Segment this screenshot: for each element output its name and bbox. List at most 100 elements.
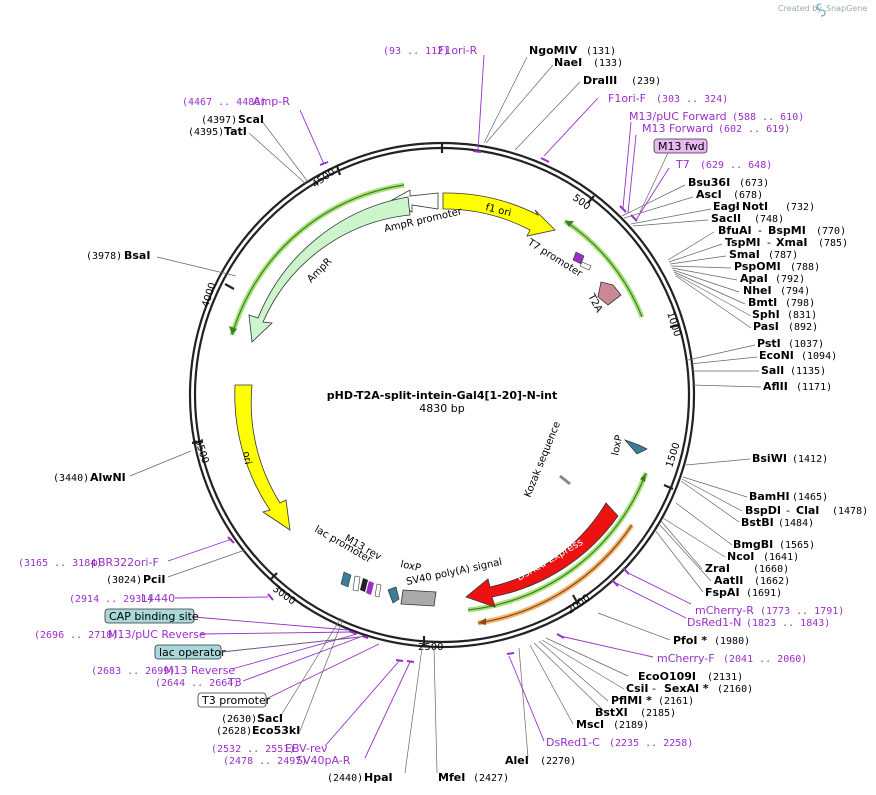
site-label: BamHI <box>749 490 790 503</box>
lac-operator-box[interactable]: lac operator <box>154 644 226 660</box>
sv40-arrow[interactable] <box>400 589 437 607</box>
site-label: ApaI <box>740 272 768 285</box>
site-pos: (4395) <box>188 127 224 138</box>
ruler-label-2000: 2000 <box>565 593 592 617</box>
site-pos: (792) <box>775 274 805 285</box>
site-label: SmaI <box>729 248 760 261</box>
site-pos: (770) <box>816 226 846 237</box>
site-label-2: BspMI <box>768 224 806 237</box>
lac-operator-label: lac operator <box>159 646 226 659</box>
site-label: NheI <box>743 284 772 297</box>
site-pos: (2628) <box>216 726 252 737</box>
site-label-2: ClaI <box>796 504 819 517</box>
lac-promoter-arrow[interactable] <box>340 571 352 588</box>
site-pos: (2440) <box>327 773 363 784</box>
primer-label: T7 <box>675 158 690 171</box>
site-label: BfuAI <box>718 224 752 237</box>
site-pos: (1662) <box>754 576 790 587</box>
site-label: Eco53kI <box>252 724 300 737</box>
primer-label: M13 Forward <box>642 122 713 135</box>
m13-fwd-box[interactable]: M13 fwd <box>653 138 708 154</box>
site-pos: (831) <box>787 310 817 321</box>
ampr-arrow[interactable] <box>248 196 411 343</box>
ori-arrow[interactable] <box>234 384 291 531</box>
ruler-label-3000: 3000 <box>270 584 297 608</box>
site-label: PflMI * <box>611 694 652 707</box>
site-label: NcoI <box>727 550 754 563</box>
site-label-2: XmaI <box>776 236 807 249</box>
primer-label: M13/pUC Forward <box>629 110 727 123</box>
snapgene-logo-icon <box>816 3 826 17</box>
site-pos: (239) <box>631 76 661 87</box>
site-label: SalI <box>761 364 784 377</box>
primer-label: F1ori-F <box>608 92 646 105</box>
site-label: PciI <box>143 573 165 586</box>
primer-pos: (93 .. 112) <box>383 46 449 57</box>
primer-pos: (2478 .. 2497) <box>223 756 307 767</box>
svg-text:-: - <box>767 236 771 249</box>
primer-label: DsRed1-N <box>687 616 741 629</box>
primer-pos: (2914 .. 2931) <box>69 594 153 605</box>
primer-label: DsRed1-C <box>546 736 600 749</box>
site-pos: (798) <box>785 298 815 309</box>
primer-pos: (2696 .. 2718) <box>34 630 118 641</box>
site-label: AflII <box>763 380 788 393</box>
lac-operator-marker[interactable] <box>360 578 368 592</box>
site-pos: (1478) <box>832 506 868 517</box>
site-label: MfeI <box>438 771 465 784</box>
loxp-left-arrow[interactable] <box>387 586 400 604</box>
credit-brand: SnapGene <box>826 4 867 13</box>
m13-rev-marker[interactable] <box>366 581 374 595</box>
primer-leader-lines <box>167 54 692 759</box>
primer-pos: (3165 .. 3184) <box>18 558 102 569</box>
primer-label: Amp-R <box>253 95 290 108</box>
site-pos: (131) <box>586 46 616 57</box>
plasmid-size: 4830 bp <box>419 402 464 415</box>
site-pos: (1660) <box>753 564 789 575</box>
site-pos: (748) <box>754 214 784 225</box>
site-pos: (2161) <box>658 696 694 707</box>
primer-label: mCherry-F <box>657 652 715 665</box>
kozak-label: Kozak sequence <box>523 420 563 499</box>
t2a-arrow[interactable] <box>597 281 622 306</box>
ruler-ticks <box>191 143 681 646</box>
site-pos: (1037) <box>788 339 824 350</box>
right-site-labels: NgoMIV (131) NaeI (133) DraIII (239) Bsu… <box>438 44 868 784</box>
svg-text:-: - <box>786 504 790 517</box>
primer-label: mCherry-R <box>695 604 754 617</box>
site-label: BstBI <box>741 516 774 529</box>
site-label: BsaI <box>124 249 150 262</box>
cap-binding-box[interactable]: CAP binding site <box>104 608 199 624</box>
dsred-arrow[interactable] <box>465 502 619 608</box>
ruler-label-3500: 3500 <box>192 438 210 466</box>
site-label: Bsu36I <box>688 176 730 189</box>
kozak-marker[interactable] <box>559 474 571 486</box>
site-label-2: SexAI * <box>664 682 709 695</box>
site-pos: (2427) <box>473 773 509 784</box>
right-leader-lines <box>433 56 762 774</box>
loxp-right-arrow[interactable] <box>623 439 648 455</box>
f1-ori-arrow[interactable] <box>442 192 556 237</box>
site-pos: (1094) <box>801 351 837 362</box>
t3-promoter-box[interactable]: T3 promoter <box>197 692 271 708</box>
primer-pos: (4467 .. 4486) <box>182 97 266 108</box>
ruler-label-4500: 4500 <box>310 167 337 191</box>
site-label: AatII <box>714 574 743 587</box>
primer-pos: (629 .. 648) <box>700 160 772 171</box>
site-label: EagI <box>713 200 740 213</box>
primer-pos: (2532 .. 2551) <box>211 744 295 755</box>
m13-fwd-label: M13 fwd <box>658 140 705 153</box>
primer-pos: (2235 .. 2258) <box>609 738 693 749</box>
site-label: AlwNI <box>90 471 126 484</box>
ori-label: ori <box>240 451 253 466</box>
primer-pos: (2041 .. 2060) <box>723 654 807 665</box>
loxp-right-label: loxP <box>610 434 625 456</box>
site-label: PstI <box>757 337 781 350</box>
left-leader-lines <box>129 120 423 774</box>
site-label: ScaI <box>238 113 264 126</box>
site-label: ZraI <box>705 562 730 575</box>
primer-label: L4440 <box>141 592 175 605</box>
site-label: AleI <box>505 754 529 767</box>
site-label: BmtI <box>748 296 777 309</box>
